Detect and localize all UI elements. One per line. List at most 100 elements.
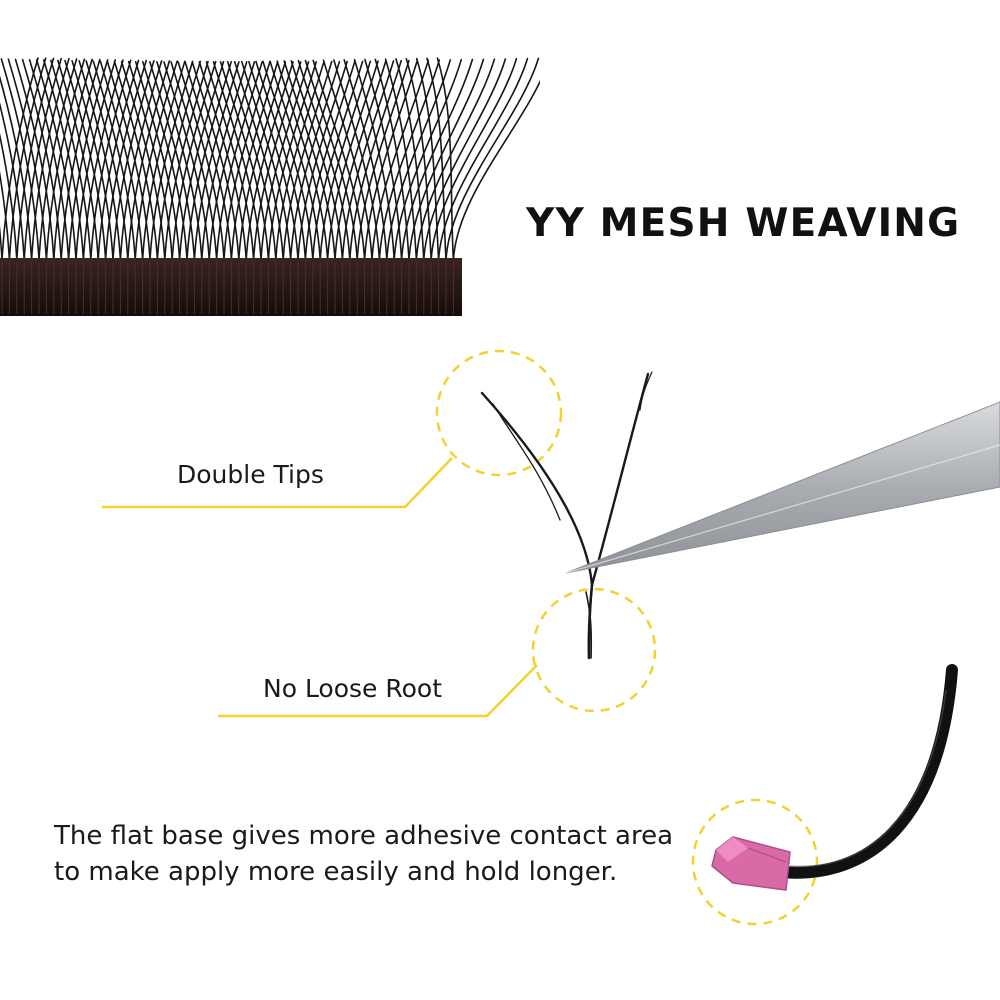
- lash-fiber: [408, 58, 485, 261]
- lash-fiber: [156, 60, 202, 261]
- lash-fiber: [297, 60, 348, 261]
- lash-fiber: [208, 61, 256, 261]
- lash-fiber: [333, 59, 381, 261]
- lash-fiber: [436, 57, 455, 261]
- lash-fiber: [0, 58, 40, 261]
- lash-fiber: [226, 61, 277, 261]
- lash-fiber: [104, 59, 147, 261]
- lash-fiber: [322, 59, 373, 261]
- lash-fiber: [164, 60, 209, 261]
- lash-fiber: [275, 61, 325, 261]
- lash-fiber: [343, 59, 388, 261]
- callout-graphics: [102, 349, 1000, 926]
- lash-fiber: [57, 59, 99, 261]
- lash-fiber: [276, 60, 329, 261]
- lash-fiber: [241, 60, 292, 261]
- lash-fiber: [14, 58, 55, 261]
- lash-fiber: [1, 57, 39, 261]
- lash-fiber: [363, 59, 419, 261]
- lash-fiber: [415, 57, 440, 261]
- lash-fiber: [437, 57, 529, 261]
- lash-fiber: [233, 60, 284, 261]
- lash-fiber: [43, 59, 85, 261]
- lash-fiber: [395, 58, 425, 261]
- lash-fiber: [0, 225, 3, 261]
- lash-fiber: [184, 61, 233, 261]
- lash-fiber: [405, 58, 432, 261]
- lash-fiber: [97, 59, 140, 261]
- lash-fiber: [85, 60, 129, 261]
- lash-fiber: [30, 58, 70, 261]
- lash-fiber: [142, 61, 188, 261]
- lash-fiber: [289, 60, 341, 261]
- lash-fiber: [426, 57, 447, 261]
- description-line-1: The flat base gives more adhesive contac…: [54, 821, 674, 851]
- lash-fiber: [312, 59, 366, 261]
- lash-fiber: [171, 60, 217, 261]
- lash-fiber: [334, 60, 387, 261]
- lash-fiber: [353, 58, 395, 261]
- lash-fibers: [0, 57, 540, 261]
- lash-fiber: [260, 61, 310, 261]
- tweezer-image: [565, 401, 1000, 574]
- lash-fiber: [78, 60, 122, 261]
- double-tips-label: Double Tips: [177, 460, 324, 489]
- lash-base-lines: [1, 262, 454, 314]
- lash-fiber: [64, 59, 107, 261]
- double-tips-leader-line: [102, 457, 453, 509]
- lash-fiber: [267, 61, 317, 261]
- lash-fiber: [112, 60, 155, 261]
- lash-fiber: [312, 60, 364, 261]
- lash-fiber: [177, 61, 225, 261]
- lash-fiber: [219, 61, 270, 261]
- description-text: The flat base gives more adhesive contac…: [54, 818, 694, 890]
- lash-fiber: [198, 61, 247, 261]
- lash-fiber: [28, 59, 70, 261]
- lash-fiber: [0, 133, 18, 261]
- lash-fiber: [378, 59, 441, 261]
- lash-fiber: [384, 58, 418, 261]
- lash-fiber: [149, 60, 194, 261]
- lash-fiber: [156, 61, 203, 261]
- lash-fiber: [374, 58, 410, 261]
- lash-fiber: [282, 60, 333, 261]
- lash-fiber: [16, 57, 55, 261]
- lash-fiber: [178, 61, 225, 261]
- lash-fiber: [371, 59, 430, 261]
- lash-fiber: [38, 58, 78, 261]
- lash-fiber: [393, 58, 463, 261]
- lash-fiber: [364, 58, 403, 261]
- lash-fiber: [50, 59, 92, 261]
- lash-fiber: [99, 60, 144, 261]
- lash-fiber: [8, 57, 47, 261]
- lash-fiber: [23, 57, 62, 261]
- lash-fiber: [113, 60, 159, 261]
- lash-fiber: [170, 61, 218, 261]
- double-tips-circle: [435, 349, 563, 477]
- lash-fiber: [319, 60, 372, 261]
- lash-fiber: [193, 61, 240, 261]
- lash-fiber: [71, 60, 114, 261]
- lash-fiber: [0, 102, 25, 261]
- lash-fiber: [297, 59, 351, 261]
- lash-fiber: [149, 61, 196, 261]
- lash-fiber: [0, 75, 33, 261]
- lash-fiber: [21, 58, 62, 261]
- lash-fiber: [290, 60, 344, 261]
- lash-fiber: [445, 57, 540, 261]
- lash-fiber: [283, 60, 336, 261]
- lash-fiber: [134, 61, 181, 261]
- lash-fiber: [212, 61, 262, 261]
- description-line-2: to make apply more easily and hold longe…: [54, 857, 618, 887]
- lash-fiber: [430, 58, 518, 261]
- lash-fiber: [262, 60, 314, 261]
- lash-fiber: [191, 61, 240, 261]
- lash-fiber: [163, 61, 210, 261]
- lash-fiber: [248, 60, 299, 261]
- lash-fiber: [400, 58, 474, 261]
- lash-fiber: [269, 60, 321, 261]
- lash-fiber: [106, 60, 151, 261]
- double-tip-lash-image: [480, 371, 653, 660]
- lash-fiber: [0, 170, 11, 261]
- lash-fiber: [255, 60, 307, 261]
